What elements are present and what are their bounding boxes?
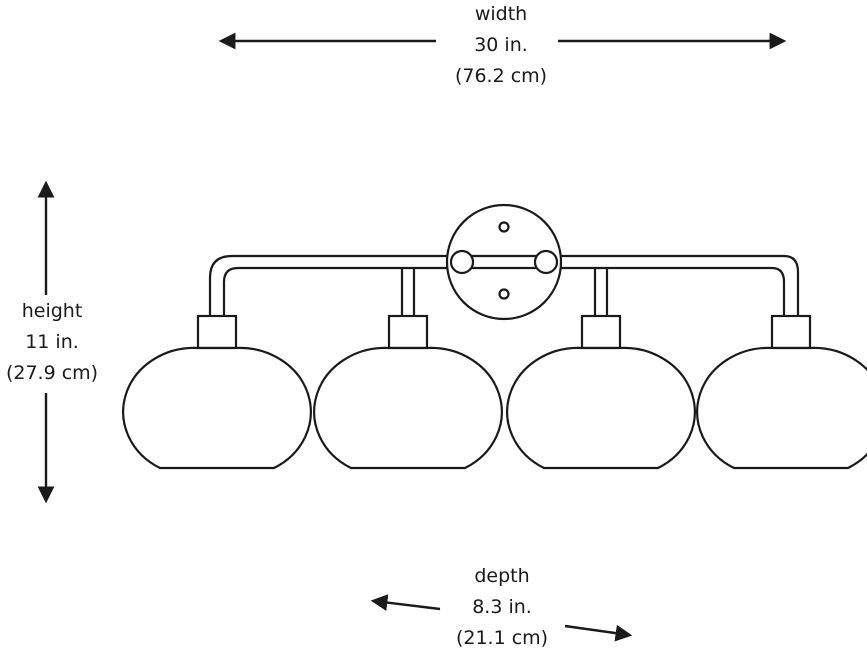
depth-title: depth — [474, 565, 530, 587]
depth-arrow — [370, 594, 633, 642]
shade-2 — [313, 314, 503, 470]
width-dimension-label: width 30 in. (76.2 cm) — [431, 0, 571, 92]
shade-1 — [122, 314, 312, 470]
width-metric: (76.2 cm) — [454, 65, 548, 87]
globe — [696, 346, 867, 470]
height-title: height — [21, 300, 83, 322]
socket — [196, 314, 238, 350]
globe — [313, 346, 503, 470]
height-imperial: 11 in. — [25, 331, 79, 353]
depth-imperial: 8.3 in. — [472, 596, 532, 618]
socket — [580, 314, 622, 350]
socket — [387, 314, 429, 350]
wall-plate — [445, 203, 563, 321]
arm-knob-right — [533, 249, 559, 275]
vanity-light-fixture — [122, 203, 867, 470]
depth-arrow-left — [370, 594, 441, 611]
shade-4 — [696, 314, 867, 470]
shade-3 — [506, 314, 696, 470]
depth-metric: (21.1 cm) — [455, 627, 549, 649]
socket — [770, 314, 812, 350]
width-imperial: 30 in. — [474, 34, 528, 56]
depth-dimension-label: depth 8.3 in. (21.1 cm) — [432, 561, 572, 654]
fixture-stems — [400, 266, 609, 320]
mount-screw-top — [498, 221, 510, 233]
width-title: width — [474, 3, 528, 25]
height-metric: (27.9 cm) — [5, 362, 99, 384]
depth-arrow-right — [564, 624, 633, 642]
height-dimension-label: height 11 in. (27.9 cm) — [0, 296, 110, 389]
arm-knob-left — [449, 249, 475, 275]
globe — [122, 346, 312, 470]
globe — [506, 346, 696, 470]
mount-screw-bottom — [498, 288, 510, 300]
